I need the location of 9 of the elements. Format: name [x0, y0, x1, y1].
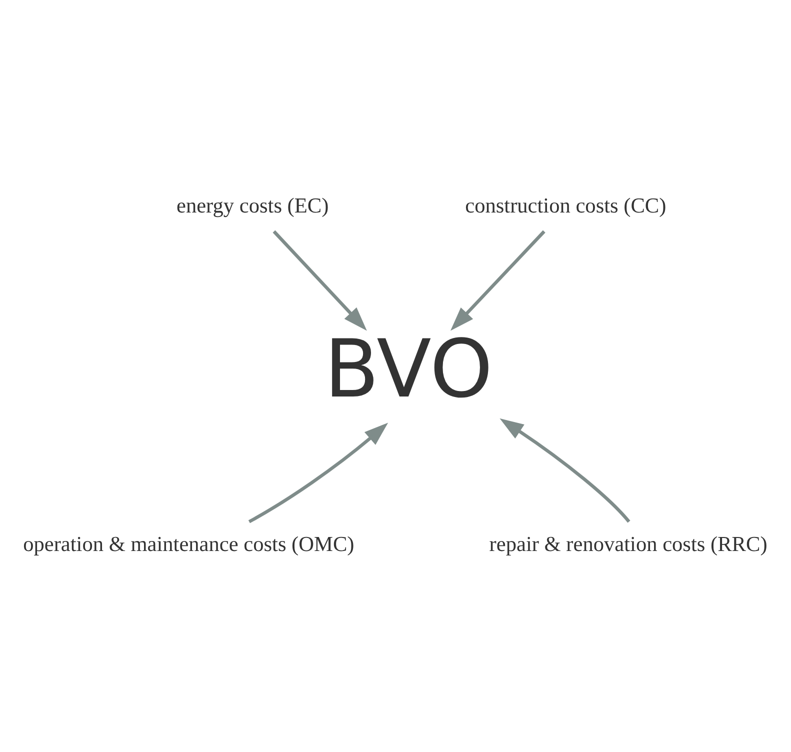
arrow	[500, 418, 630, 522]
node-text: operation & maintenance costs (OMC)	[23, 531, 354, 556]
arrow	[272, 230, 367, 330]
arrow	[248, 422, 388, 523]
node-text: construction costs (CC)	[465, 192, 666, 217]
node-text: repair & renovation costs (RRC)	[489, 531, 768, 556]
arrow	[450, 230, 546, 330]
node-text: BVO	[324, 322, 493, 415]
node-text: energy costs (EC)	[176, 192, 329, 217]
